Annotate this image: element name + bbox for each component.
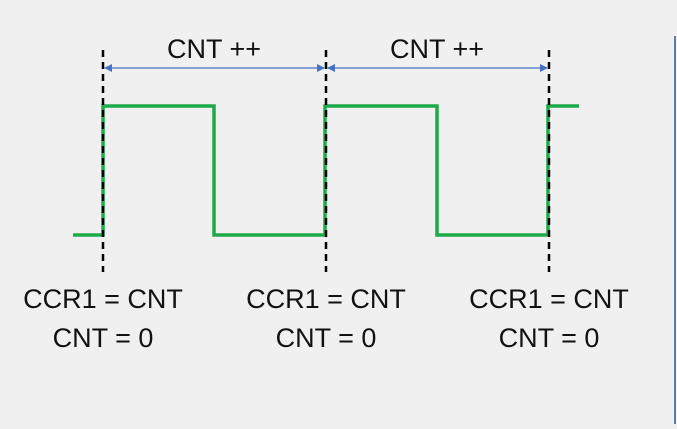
edge-label-1-line2: CNT = 0 bbox=[53, 323, 154, 353]
edge-label-3-line2: CNT = 0 bbox=[499, 323, 600, 353]
interval-label-1: CNT ++ bbox=[167, 34, 261, 64]
edge-label-1-line1: CCR1 = CNT bbox=[23, 284, 183, 314]
edge-label-2-line2: CNT = 0 bbox=[276, 323, 377, 353]
interval-label-2: CNT ++ bbox=[390, 34, 484, 64]
right-border-rule bbox=[674, 36, 676, 424]
edge-label-3-line1: CCR1 = CNT bbox=[469, 284, 629, 314]
edge-label-2-line1: CCR1 = CNT bbox=[246, 284, 406, 314]
